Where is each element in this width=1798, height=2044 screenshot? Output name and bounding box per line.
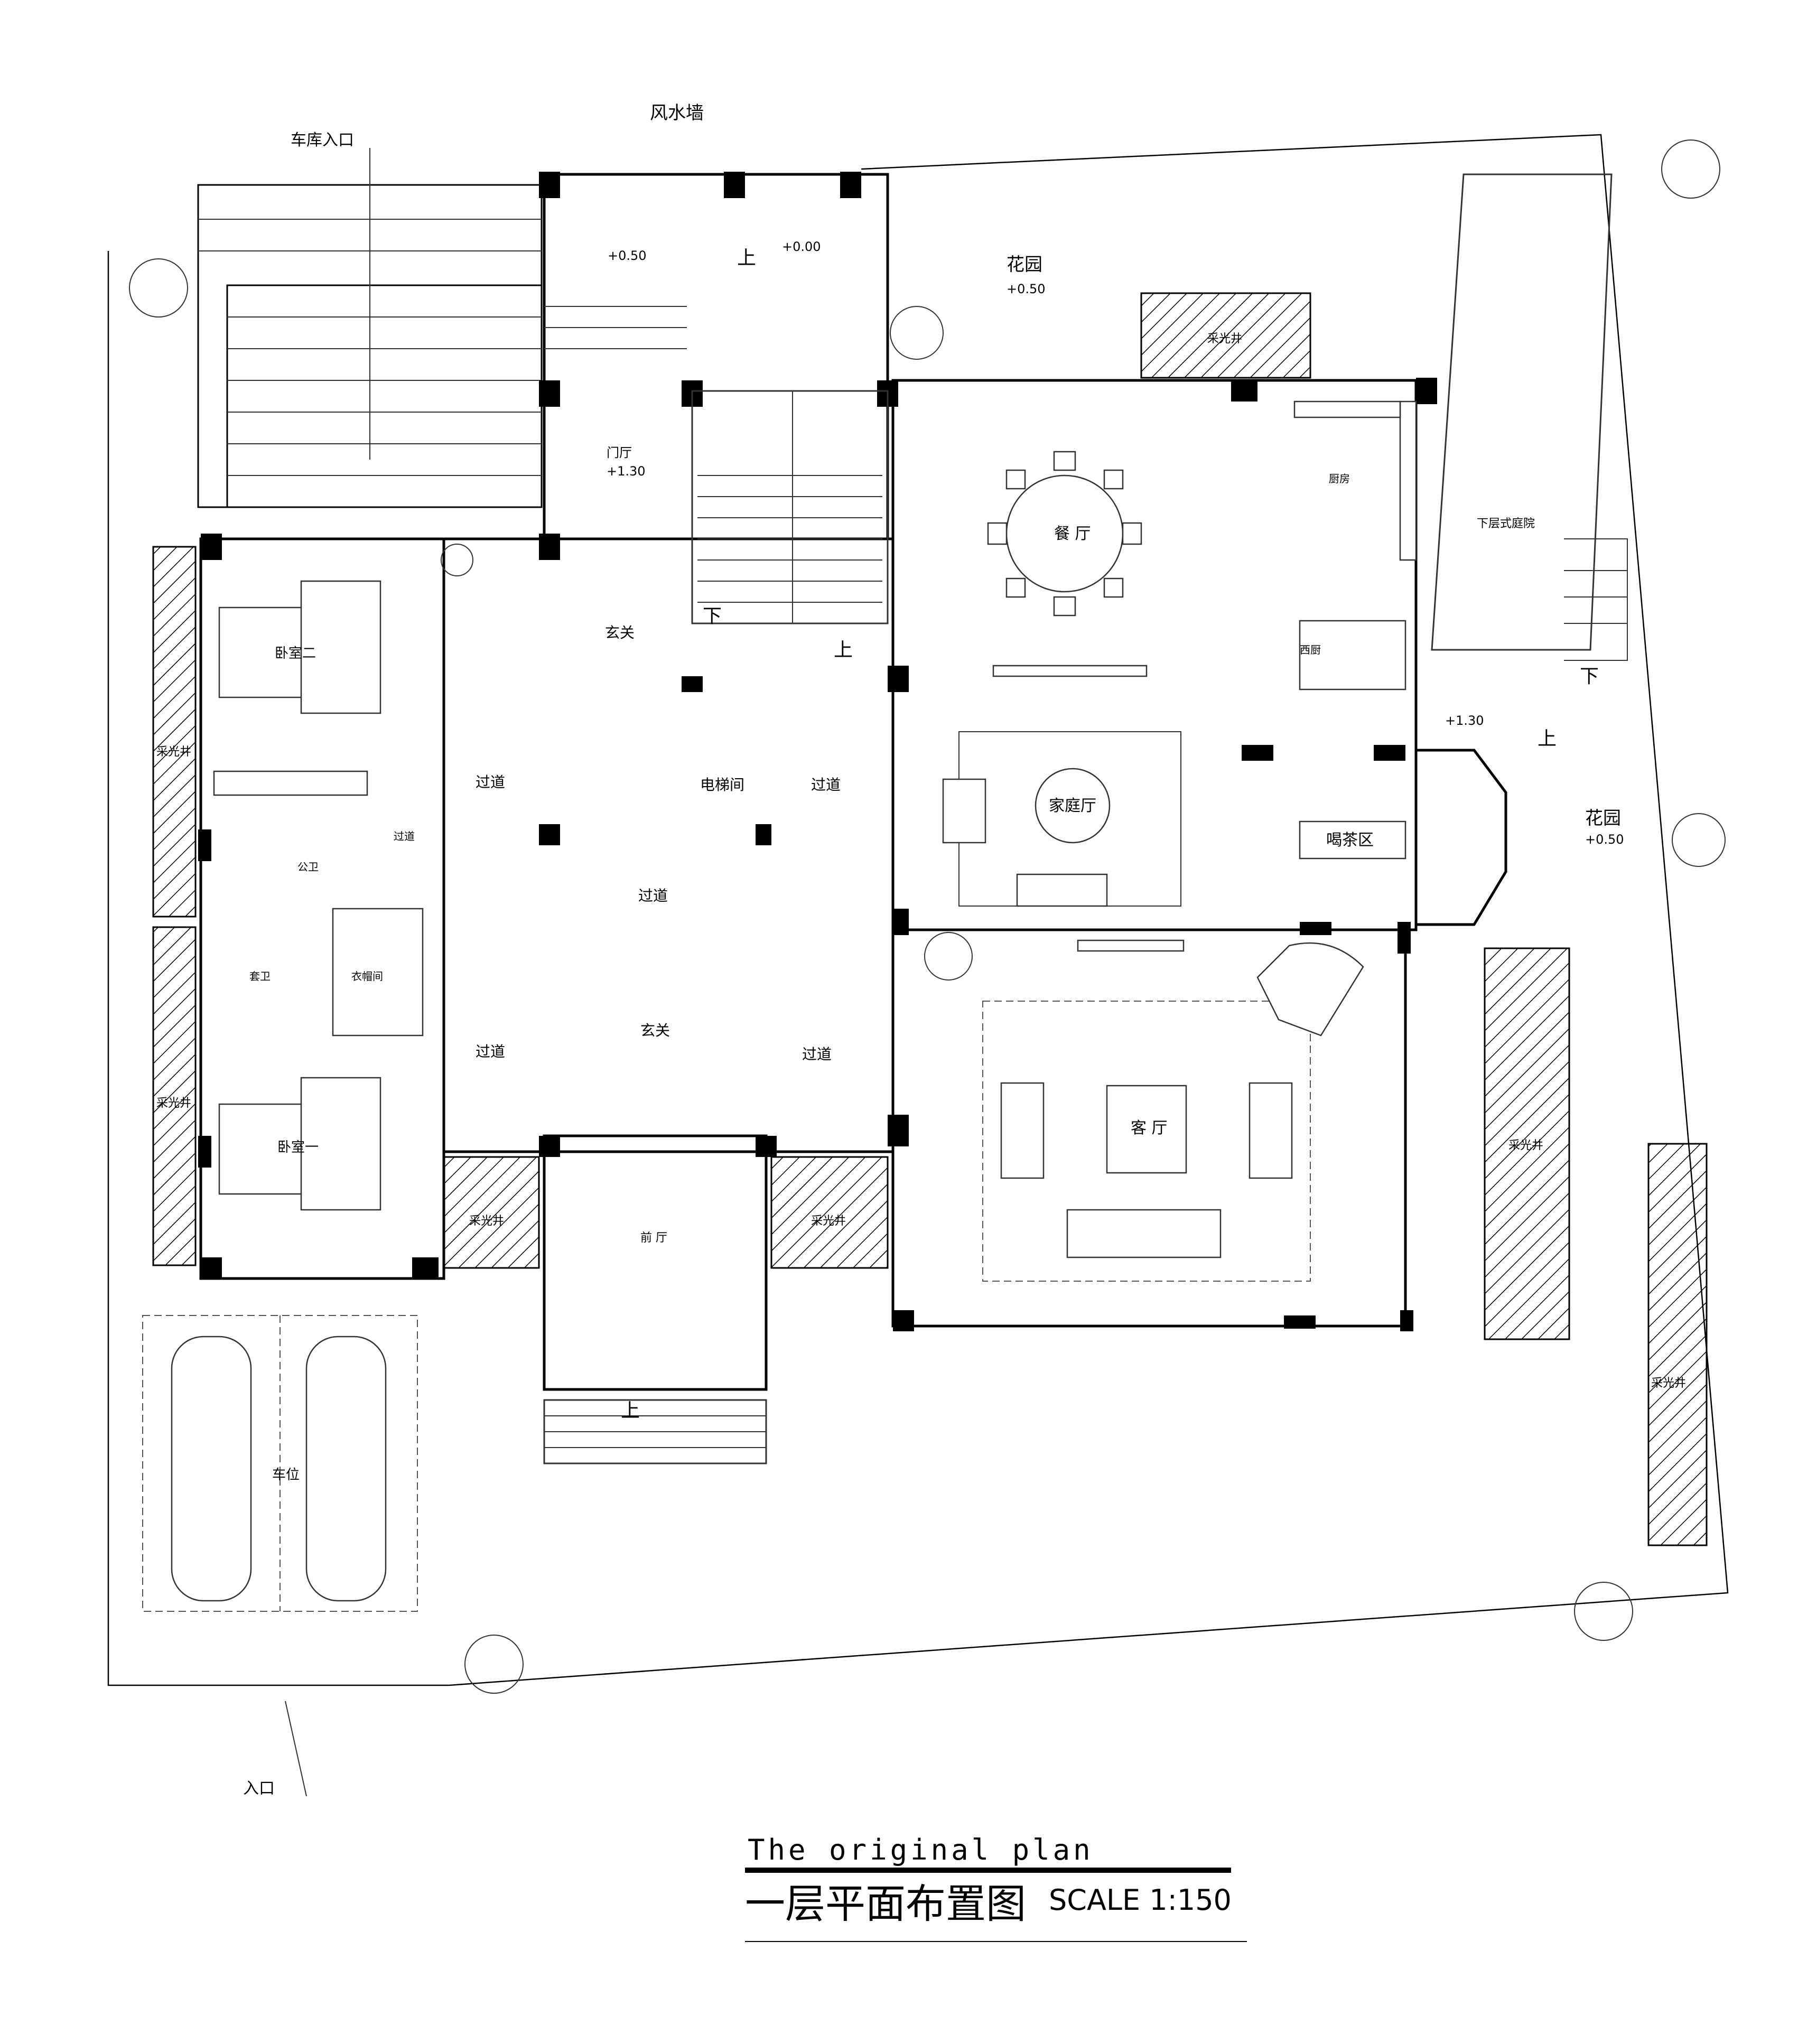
family-room-furniture [942,665,1181,907]
label-foyer: 门厅 [607,445,632,460]
label-elev-130-right: +1.30 [1445,713,1484,728]
label-garden-top-elev: +0.50 [1007,282,1046,296]
label-corridor-3: 过道 [638,887,668,904]
label-western-kitchen: 西厨 [1300,643,1321,656]
label-elev-000: +0.00 [782,239,821,254]
label-bedroom1: 卧室一 [277,1140,319,1155]
title-chinese: 一层平面布置图 [745,1880,1026,1927]
label-up-3: 上 [1538,728,1557,750]
label-living: 客 厅 [1131,1119,1168,1137]
garage-ramp [197,148,543,508]
label-family-room: 家庭厅 [1049,797,1096,815]
label-entry-bottom: 玄关 [640,1022,670,1039]
label-corridor-5: 过道 [802,1046,832,1063]
label-elevator: 电梯间 [700,776,744,794]
label-corridor-2: 过道 [811,776,841,794]
label-en-suite: 套卫 [249,970,271,983]
building-walls [199,173,1507,1391]
site-entrance-line [285,1701,307,1797]
label-fengshui-wall: 风水墙 [650,102,704,124]
stairs [543,173,1628,1464]
tree-symbols [129,139,1726,1694]
label-up-2: 上 [834,639,853,661]
room-labels: 车库入口 风水墙 +0.00 +0.50 上 花园 +0.50 采光井 门厅 +… [156,102,1686,1798]
title-block: The original plan 一层平面布置图 SCALE 1:150 [745,1833,1232,1927]
title-english: The original plan [748,1833,1094,1866]
parked-cars [142,1315,418,1612]
label-garden-right: 花园 [1585,808,1621,829]
label-corridor-1: 过道 [476,773,505,791]
label-lightwell-left-1: 采光井 [156,745,191,759]
label-corridor-4: 过道 [476,1043,505,1060]
kitchen-furniture [1293,400,1417,860]
label-lightwell-front-right: 采光井 [811,1215,846,1228]
label-up-4: 上 [621,1400,640,1422]
label-elev-050-top: +0.50 [608,248,647,263]
structural-columns[interactable] [198,172,1437,1331]
site-boundary [107,134,1729,1686]
label-lower-courtyard: 下层式庭院 [1477,517,1535,530]
label-lightwell-front-left: 采光井 [469,1215,504,1228]
living-room-furniture [982,939,1364,1282]
label-up-1: 上 [737,247,756,269]
light-wells [152,292,1708,1546]
label-lightwell-right-1: 采光井 [1508,1139,1543,1152]
label-tea-area: 喝茶区 [1326,831,1374,850]
label-front-hall: 前 厅 [640,1231,667,1245]
label-down-1: 下 [703,605,722,627]
label-closet: 衣帽间 [351,970,383,983]
label-lightwell-top: 采光井 [1207,332,1242,346]
label-foyer-elev: +1.30 [607,464,646,479]
dining-table [987,451,1142,617]
label-bedroom2: 卧室二 [275,646,316,661]
label-parking: 车位 [272,1467,300,1483]
label-public-bath: 公卫 [297,861,319,873]
label-lightwell-left-2: 采光井 [156,1097,191,1110]
label-corridor-small: 过道 [394,830,415,843]
label-entry-top: 玄关 [605,624,635,641]
label-kitchen: 厨房 [1329,472,1350,485]
label-garage-entrance: 车库入口 [291,131,354,150]
label-lightwell-far-right: 采光井 [1651,1377,1686,1390]
label-dining: 餐 厅 [1054,525,1091,543]
label-garden-top: 花园 [1007,254,1042,275]
title-scale: SCALE 1:150 [1049,1883,1232,1917]
label-down-2: 下 [1580,666,1599,687]
bedroom-furniture [213,580,424,1211]
label-entrance: 入口 [243,1779,275,1798]
label-garden-right-elev: +0.50 [1585,832,1624,847]
